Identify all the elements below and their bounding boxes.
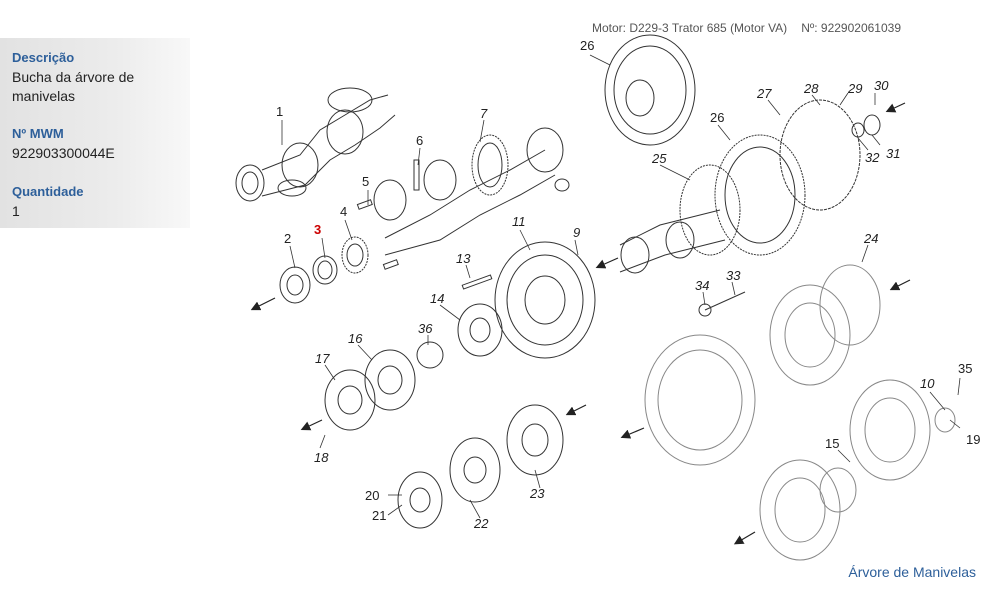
crankshaft-part xyxy=(235,87,396,202)
callout-3-selected[interactable]: 3 xyxy=(314,222,321,237)
crankshaft-group-link[interactable]: Árvore de Manivelas xyxy=(848,564,976,580)
callout-34[interactable]: 34 xyxy=(695,278,709,293)
callout-30[interactable]: 30 xyxy=(874,78,889,93)
crankshaft-center-part xyxy=(373,127,570,256)
callout-36[interactable]: 36 xyxy=(418,321,433,336)
part-info-panel: Descrição Bucha da árvore de manivelas N… xyxy=(0,38,190,228)
callout-32[interactable]: 32 xyxy=(865,150,880,165)
mwm-value: 922903300044E xyxy=(12,145,115,161)
callout-9[interactable]: 9 xyxy=(573,225,580,240)
callout-21[interactable]: 21 xyxy=(372,508,386,523)
description-field: Descrição Bucha da árvore de manivelas xyxy=(12,50,162,106)
callout-4[interactable]: 4 xyxy=(340,204,347,219)
description-label: Descrição xyxy=(12,50,75,65)
hub-part xyxy=(457,303,503,357)
quantity-label: Quantidade xyxy=(12,184,84,199)
callout-22[interactable]: 22 xyxy=(473,516,489,531)
callout-23[interactable]: 23 xyxy=(529,486,545,501)
callout-7[interactable]: 7 xyxy=(480,106,488,121)
callout-5[interactable]: 5 xyxy=(362,174,369,189)
callout-33[interactable]: 33 xyxy=(726,268,741,283)
callout-35[interactable]: 35 xyxy=(958,361,972,376)
callout-15[interactable]: 15 xyxy=(825,436,839,451)
callout-19[interactable]: 19 xyxy=(966,432,980,447)
motor-text: Motor: D229-3 Trator 685 (Motor VA) xyxy=(592,21,788,35)
callout-13[interactable]: 13 xyxy=(456,251,471,266)
callout-1[interactable]: 1 xyxy=(276,104,283,119)
callout-27[interactable]: 27 xyxy=(756,86,772,101)
callout-2[interactable]: 2 xyxy=(284,231,291,246)
quantity-value: 1 xyxy=(12,203,20,219)
crankshaft-bushing-part xyxy=(312,255,338,285)
callout-10[interactable]: 10 xyxy=(920,376,935,391)
engine-header: Motor: D229-3 Trator 685 (Motor VA) Nº: 9… xyxy=(592,21,901,35)
mwm-label: Nº MWM xyxy=(12,126,64,141)
callout-16[interactable]: 16 xyxy=(348,331,363,346)
callout-26[interactable]: 26 xyxy=(710,110,724,125)
callout-29[interactable]: 29 xyxy=(847,81,862,96)
flywheel-part xyxy=(604,34,696,146)
callout-28[interactable]: 28 xyxy=(803,81,819,96)
pulley-part xyxy=(494,241,596,359)
callout-11[interactable]: 11 xyxy=(512,214,526,229)
mwm-field: Nº MWM 922903300044E xyxy=(12,126,115,163)
callout-26-top[interactable]: 26 xyxy=(580,38,594,53)
gear-part xyxy=(341,236,369,274)
quantity-field: Quantidade 1 xyxy=(12,184,84,221)
callout-20[interactable]: 20 xyxy=(365,488,379,503)
callout-31[interactable]: 31 xyxy=(886,146,900,161)
part-number-text: Nº: 922902061039 xyxy=(801,21,901,35)
callout-6[interactable]: 6 xyxy=(416,133,423,148)
callout-18[interactable]: 18 xyxy=(314,450,329,465)
callout-24[interactable]: 24 xyxy=(863,231,878,246)
callout-25[interactable]: 25 xyxy=(651,151,667,166)
description-value: Bucha da árvore de manivelas xyxy=(12,69,135,104)
callout-17[interactable]: 17 xyxy=(315,351,330,366)
thrust-washer-part xyxy=(279,266,311,304)
callout-14[interactable]: 14 xyxy=(430,291,444,306)
